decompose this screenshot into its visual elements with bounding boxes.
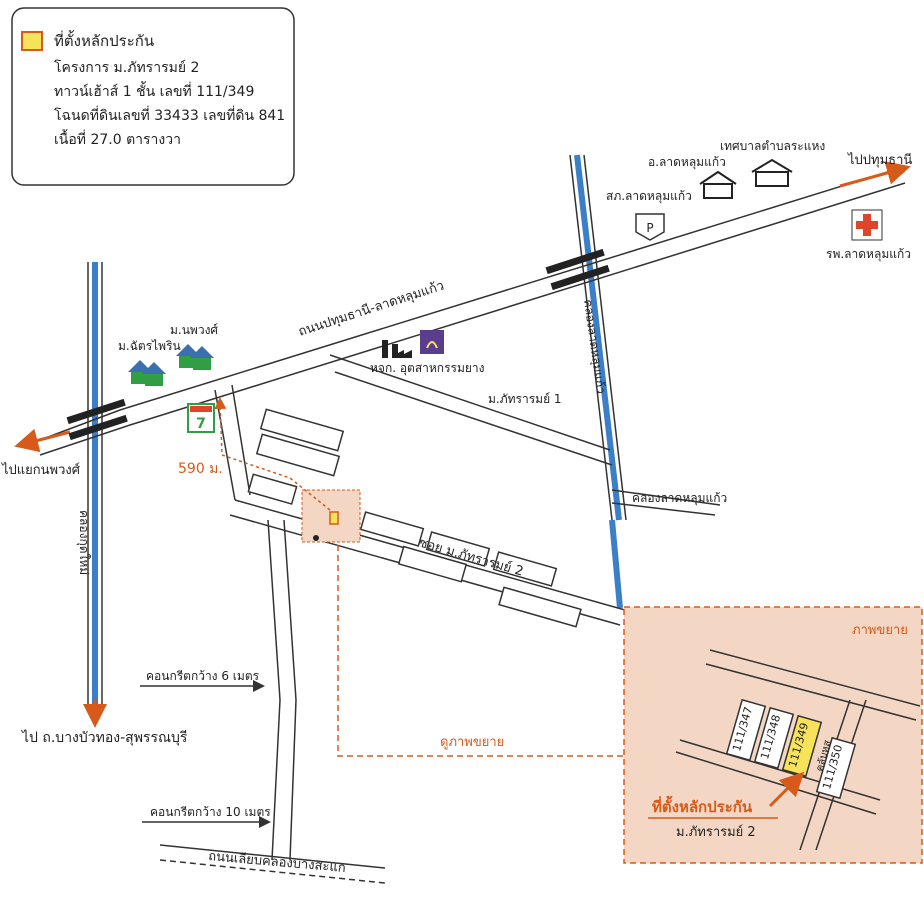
canal-right — [569, 154, 627, 609]
legend-line-3: โฉนดที่ดินเลขที่ 33433 เลขที่ดิน 841 — [54, 106, 285, 124]
legend-line-4: เนื้อที่ 27.0 ตารางวา — [54, 129, 181, 148]
municipality-icon — [751, 158, 793, 187]
seven-eleven-icon: 7 — [187, 403, 215, 433]
police-label: สภ.ลาดหลุมแก้ว — [606, 189, 692, 204]
legend-line-1: โครงการ ม.ภัทรารมย์ 2 — [54, 59, 199, 76]
bridge-left — [66, 398, 128, 441]
concrete10-label: คอนกรีตกว้าง 10 เมตร — [150, 805, 271, 819]
main-road — [39, 167, 906, 456]
concrete6-label: คอนกรีตกว้าง 6 เมตร — [146, 669, 260, 683]
legend-line-2: ทาวน์เฮ้าส์ 1 ชั้น เลขที่ 111/349 — [54, 81, 254, 100]
see-zoom-label: ดูภาพขยาย — [440, 735, 504, 750]
zoom-title: ภาพขยาย — [852, 623, 908, 638]
bridge-right — [545, 248, 610, 291]
legend-title: ที่ตั้งหลักประกัน — [54, 30, 154, 50]
municipality-label: เทศบาลตำบลระแหง — [720, 139, 825, 153]
klong-lat-lum-kaeo-label: คลองลาดหลุมแก้ว — [632, 491, 727, 506]
zoom-inset: ภาพขยาย 111/347 111/348 111/349 111/350 … — [623, 606, 923, 864]
zoom-pointer-sub: ม.ภัทรารมย์ 2 — [676, 824, 756, 840]
factory-label: หจก. อุตสาหกรรมยาง — [370, 361, 485, 376]
factory-icon — [380, 340, 412, 358]
side-roads — [159, 354, 721, 884]
village-nopphawong-icon — [176, 344, 214, 370]
subject-plot-marker — [329, 511, 339, 525]
police-icon: P — [635, 213, 665, 241]
to-bangbuathong-label: ไป ถ.บางบัวทอง-สุพรรณบุรี — [21, 729, 188, 746]
house-111-350: 111/350 — [815, 736, 857, 800]
svg-text:7: 7 — [196, 416, 206, 432]
legend-swatch — [21, 31, 43, 51]
distance-label: 590 ม. — [178, 461, 223, 477]
bypass-road-label: ถนนเลียบคลองบางสะแก — [208, 848, 347, 876]
to-phawong-label: ไปแยกนพวงศ์ — [1, 462, 81, 478]
hospital-icon — [851, 209, 883, 241]
to-pathum-label: ไปปทุมธานี — [847, 152, 912, 168]
canal-left — [87, 262, 103, 710]
zoom-pointer-title: ที่ตั้งหลักประกัน — [652, 795, 753, 816]
pattararom1-label: ม.ภัทรารมย์ 1 — [488, 392, 562, 406]
canal-left-label: คลองกุดใหม่ — [76, 510, 91, 575]
village-chatphai-label: ม.ฉัตรไพริน — [118, 339, 181, 353]
route-590m — [214, 397, 331, 511]
factory-logo-icon — [420, 330, 444, 354]
district-office-label: อ.ลาดหลุมแก้ว — [648, 155, 726, 170]
arrow-to-phawong — [14, 428, 71, 453]
village-nopphawong-label: ม.นพวงศ์ — [170, 323, 218, 337]
arrow-to-pathum — [839, 161, 911, 188]
canal-right-label: คลองลาดหลุมแก้ว — [580, 298, 608, 394]
village-chatphai-icon — [128, 360, 166, 386]
housing-blocks — [247, 408, 582, 628]
district-office-icon — [699, 170, 737, 199]
hospital-label: รพ.ลาดหลุมแก้ว — [826, 247, 911, 262]
subject-dot — [313, 535, 319, 541]
legend-box: ที่ตั้งหลักประกัน โครงการ ม.ภัทรารมย์ 2 … — [11, 7, 295, 186]
svg-text:P: P — [646, 221, 653, 235]
zoom-pointer-arrow — [768, 771, 805, 808]
zoom-link — [337, 545, 624, 757]
